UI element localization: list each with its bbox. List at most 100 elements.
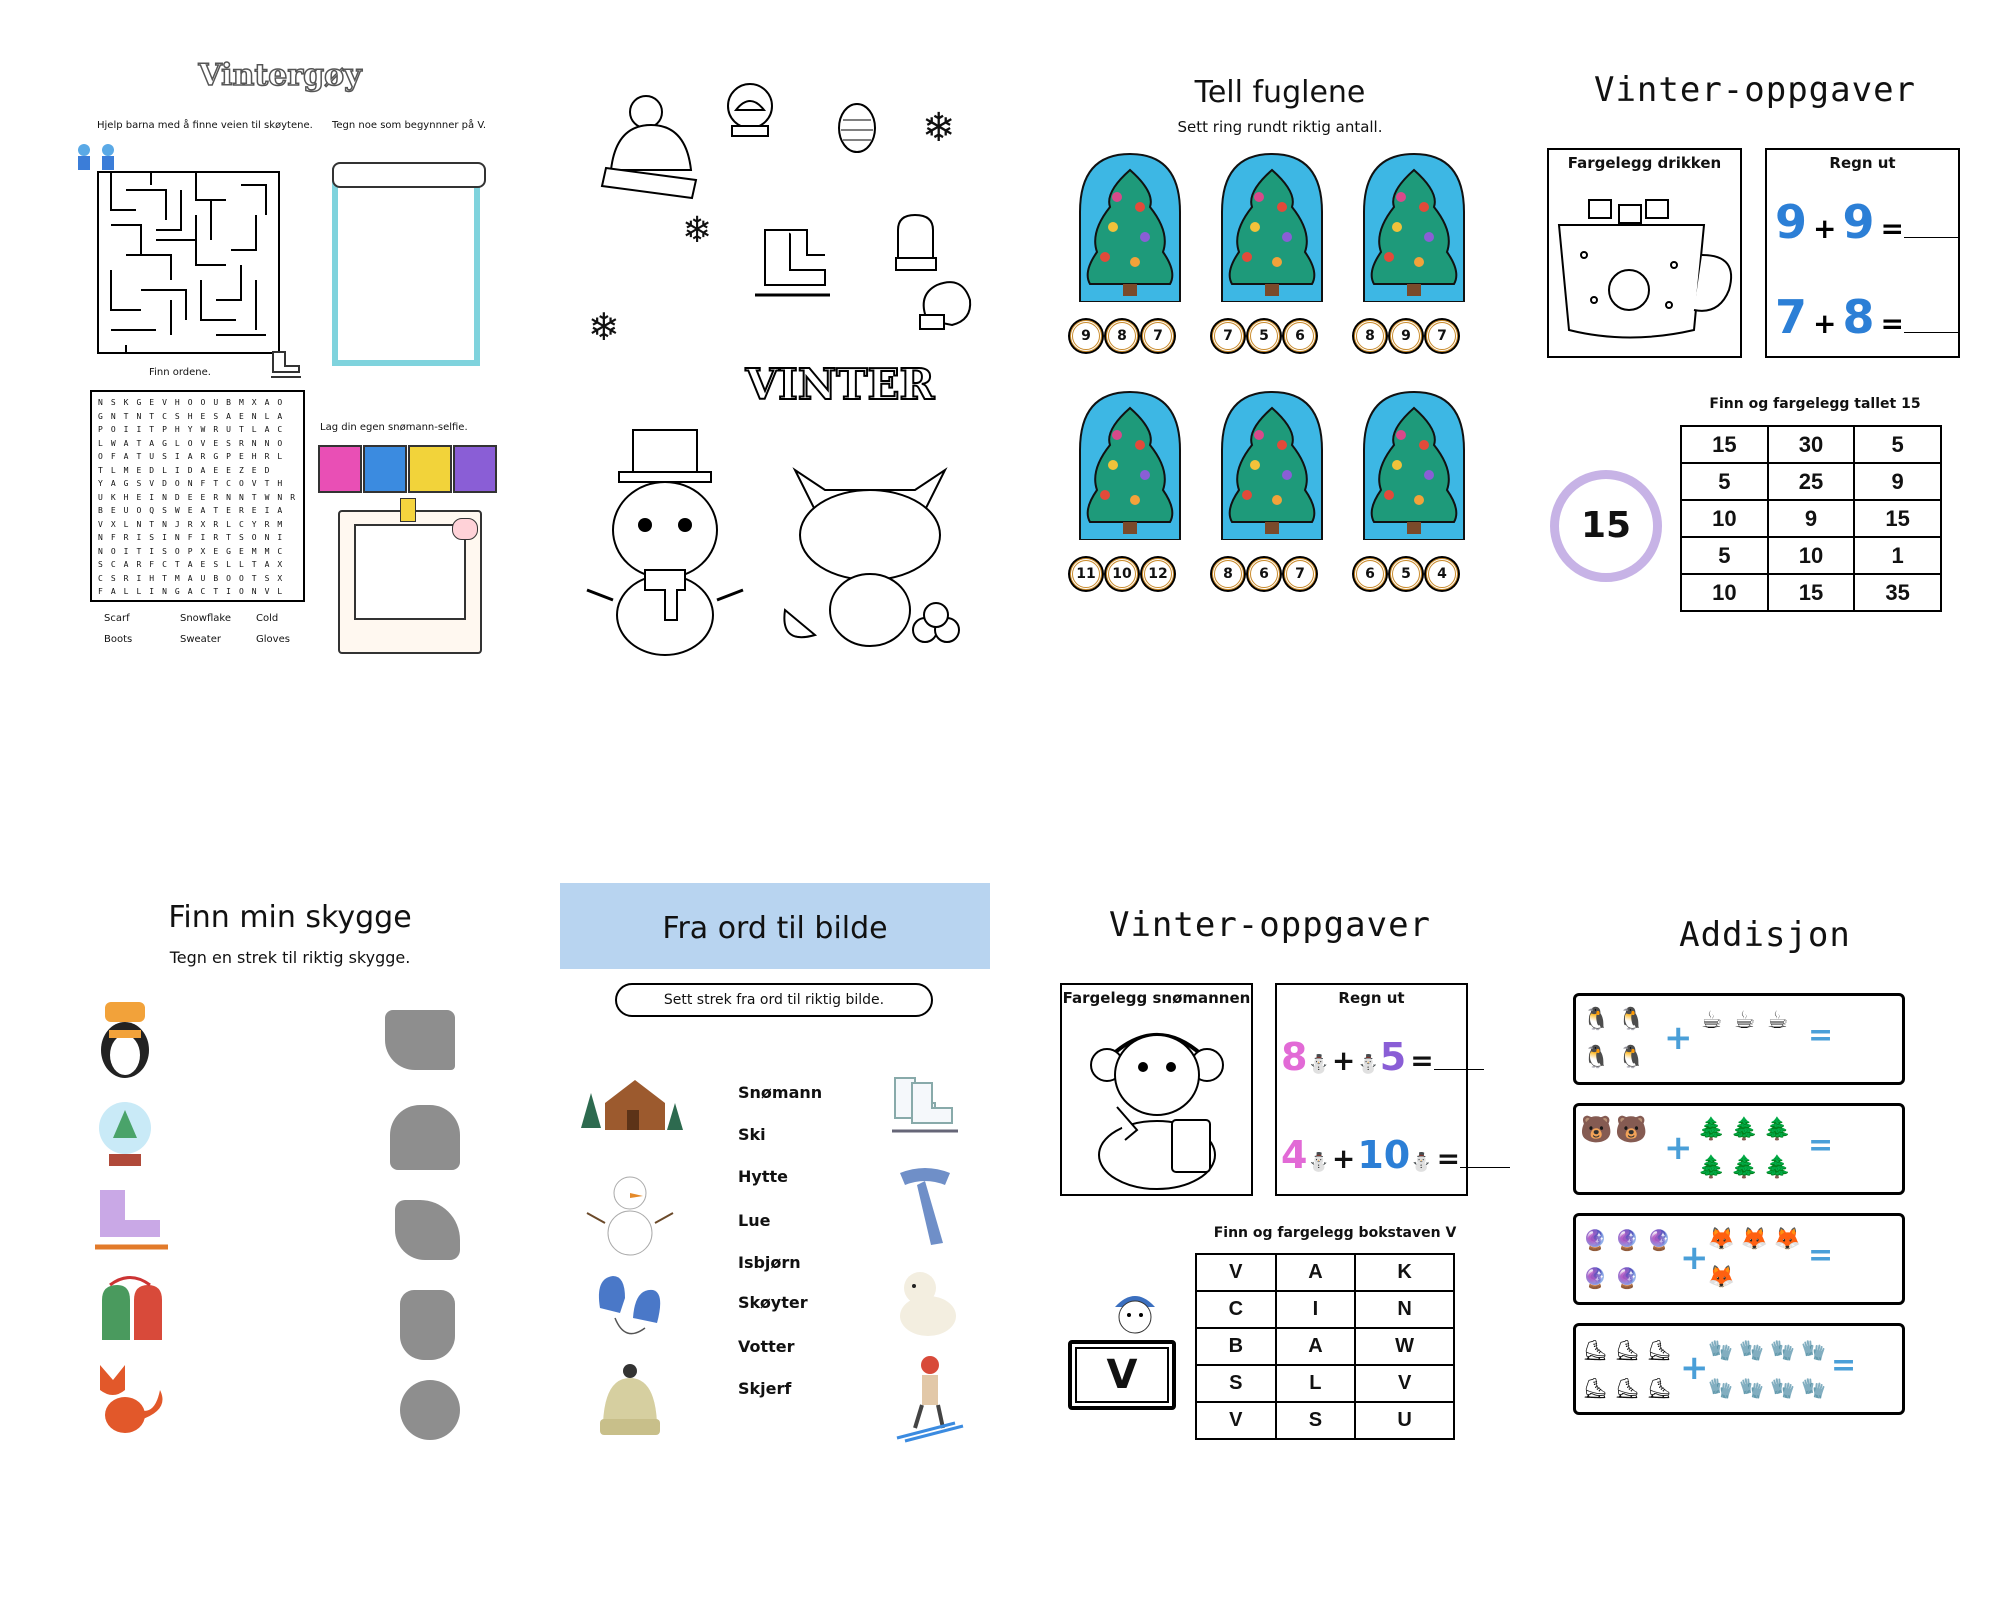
shadow-penguin (400, 1290, 455, 1360)
skate-small-icon (271, 351, 301, 378)
grid-cell[interactable]: 35 (1853, 573, 1942, 612)
equation-row: 7+8= (1775, 290, 1958, 344)
mitten-icon (895, 213, 937, 271)
title-banner (560, 883, 990, 969)
addend: 10 (1357, 1133, 1411, 1177)
equals-sign: = (1808, 1238, 1834, 1273)
icon-group: 🌲🌲🌲🌲🌲🌲 (1696, 1112, 1796, 1186)
grid-cell[interactable]: V (1354, 1364, 1455, 1403)
count-choice[interactable]: 8 (1212, 558, 1244, 590)
grid-cell[interactable]: V (1195, 1253, 1277, 1292)
plus-sign: + (1813, 212, 1837, 245)
snow-globe-icon: 🔮 (1582, 1228, 1608, 1252)
count-choice[interactable]: 7 (1142, 320, 1174, 352)
grid-cell[interactable]: B (1195, 1327, 1277, 1366)
grid-cell[interactable]: V (1195, 1401, 1277, 1440)
mitten-icon: 🧤 (1801, 1338, 1826, 1362)
count-choice[interactable]: 9 (1070, 320, 1102, 352)
grid-cell[interactable]: 1 (1853, 536, 1942, 575)
wordsearch-row: CSRIHTMAUBOOTSX (98, 573, 291, 583)
sheet-vinter-oppgaver-2: Vinter-oppgaver Fargelegg snømannen Regn… (1060, 895, 1511, 1455)
pine-tree-icon: 🌲 (1730, 1155, 1759, 1180)
count-choice[interactable]: 5 (1390, 558, 1422, 590)
snowflake-icon: ❄ (588, 305, 620, 349)
snow-globe-icon: 🔮 (1614, 1228, 1640, 1252)
grid-cell[interactable]: 5 (1680, 462, 1769, 501)
color-drink-label: Fargelegg drikken (1567, 154, 1722, 172)
grid-cell[interactable]: 10 (1766, 536, 1856, 575)
count-choice[interactable]: 12 (1142, 558, 1174, 590)
grid-cell[interactable]: N (1354, 1290, 1455, 1329)
word-skoyter: Skøyter (738, 1293, 808, 1312)
icon-group: 🐧🐧🐧🐧 (1580, 1002, 1650, 1076)
grid-cell[interactable]: 9 (1766, 499, 1856, 538)
grid-cell[interactable]: S (1195, 1364, 1277, 1403)
grid-cell[interactable]: A (1274, 1253, 1357, 1292)
plus-sign: + (1664, 1128, 1693, 1168)
snowman-tablet-icon (1090, 1033, 1224, 1190)
grid-cell[interactable]: C (1195, 1290, 1277, 1329)
count-choice[interactable]: 7 (1284, 558, 1316, 590)
equals-sign: = (1808, 1128, 1834, 1163)
grid-cell[interactable]: 9 (1853, 462, 1942, 501)
icon-group: ⛸⛸⛸⛸⛸⛸ (1580, 1332, 1676, 1406)
icon-group: 🦊🦊🦊🦊 (1706, 1222, 1806, 1296)
equation-row: 9+9= (1775, 195, 1958, 249)
count-choice[interactable]: 7 (1426, 320, 1458, 352)
sheet-vinter-oppgaver-1: Vinter-oppgaver Fargelegg drikken Regn u… (1545, 60, 1965, 620)
addend: 9 (1842, 195, 1875, 249)
grid-cell[interactable]: 10 (1680, 499, 1769, 538)
wordsearch-row: OFATUSIARGPEHRL (98, 452, 291, 461)
grid-cell[interactable]: A (1274, 1327, 1357, 1366)
color-snowman-box: Fargelegg snømannen (1060, 983, 1253, 1196)
grid-cell[interactable]: 10 (1680, 573, 1769, 612)
count-choice[interactable]: 8 (1106, 320, 1138, 352)
mitten-icon (919, 281, 972, 330)
mitten-icon: 🧤 (1708, 1376, 1733, 1400)
grid-cell[interactable]: 5 (1853, 425, 1942, 464)
grid-cell[interactable]: 15 (1680, 425, 1769, 464)
grid-cell[interactable]: 15 (1853, 499, 1942, 538)
count-choice[interactable]: 4 (1426, 558, 1458, 590)
count-choice[interactable]: 9 (1390, 320, 1422, 352)
grid-cell[interactable]: K (1354, 1253, 1455, 1292)
count-choice[interactable]: 6 (1354, 558, 1386, 590)
count-choice[interactable]: 5 (1248, 320, 1280, 352)
mitten-icon: 🧤 (1801, 1376, 1826, 1400)
count-choice[interactable]: 10 (1106, 558, 1138, 590)
grid-cell[interactable]: I (1274, 1290, 1357, 1329)
grid-cell[interactable]: U (1354, 1401, 1455, 1440)
grid-cell[interactable]: S (1274, 1401, 1357, 1440)
wordsearch-row: LWATAGLOVESRNNO (98, 438, 291, 448)
word-lue: Lue (738, 1211, 771, 1230)
count-choice[interactable]: 6 (1284, 320, 1316, 352)
grid-cell[interactable]: 15 (1766, 573, 1856, 612)
count-choice[interactable]: 11 (1070, 558, 1102, 590)
calc-label: Regn ut (1829, 154, 1896, 172)
fox-icon: 🦊 (1707, 1227, 1736, 1252)
ice-skate-icon: ⛸ (1646, 1376, 1672, 1400)
grid-cell[interactable]: 30 (1766, 425, 1856, 464)
grid-cell[interactable]: W (1354, 1327, 1455, 1366)
pine-tree-icon: 🌲 (1697, 1155, 1726, 1180)
wordsearch-row: UKHEINDEERNNTWNR (98, 492, 304, 502)
count-choice[interactable]: 8 (1354, 320, 1386, 352)
snow-globe-tree-icon (1363, 152, 1465, 302)
mitten-icon: 🧤 (1770, 1376, 1795, 1400)
grid-cell[interactable]: 5 (1680, 536, 1769, 575)
grid-cell[interactable]: L (1274, 1364, 1357, 1403)
snow-globe-icon: 🔮 (1614, 1266, 1640, 1290)
addend: 4 (1281, 1133, 1308, 1177)
snow-globe-tree-icon (1363, 390, 1465, 540)
snowman-bust-icon (1115, 1296, 1155, 1334)
addend: 8 (1281, 1035, 1308, 1079)
snow-globe-tree-icon (1221, 390, 1323, 540)
count-choice[interactable]: 6 (1248, 558, 1280, 590)
word-gloves: Gloves (256, 634, 290, 645)
grid-cell[interactable]: 25 (1766, 462, 1856, 501)
count-choice[interactable]: 7 (1212, 320, 1244, 352)
